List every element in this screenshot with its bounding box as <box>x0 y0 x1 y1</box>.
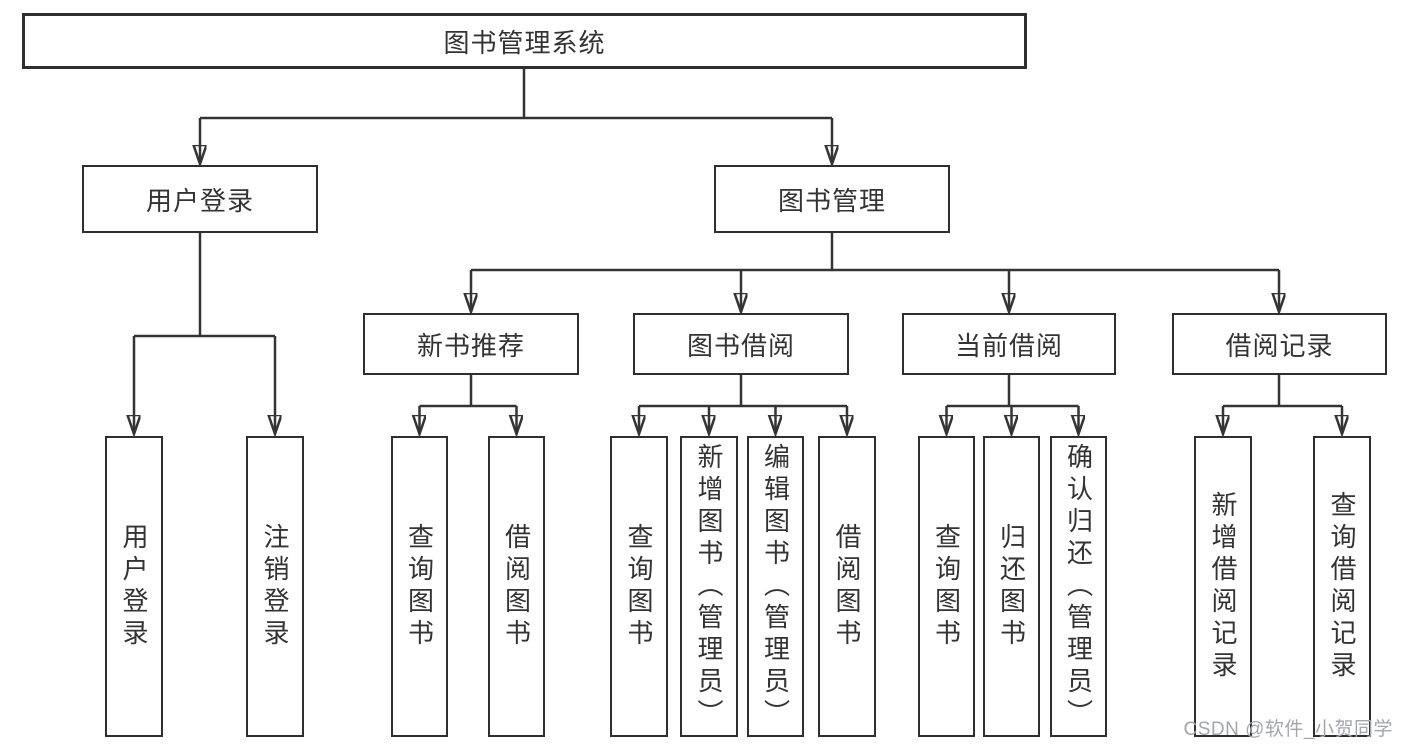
leaf-query-books-recommendation: 查询图书 <box>391 436 448 737</box>
leaf-query-books-borrowing: 查询图书 <box>610 436 668 737</box>
leaf-user-login: 用户登录 <box>105 436 163 737</box>
leaf-borrow-books-recommendation: 借阅图书 <box>488 436 545 737</box>
node-new-book-recommendation: 新书推荐 <box>363 313 579 375</box>
leaf-confirm-return-admin: 确认归还（管理员） <box>1050 436 1107 737</box>
leaf-query-books-current: 查询图书 <box>918 436 975 737</box>
leaf-query-borrowing-record: 查询借阅记录 <box>1313 436 1371 737</box>
leaf-edit-books-admin: 编辑图书（管理员） <box>747 436 804 737</box>
node-current-borrowing: 当前借阅 <box>902 313 1116 375</box>
node-borrowing-records: 借阅记录 <box>1172 313 1387 375</box>
node-user-login: 用户登录 <box>82 165 318 233</box>
watermark-text: CSDN @软件_小贺同学 <box>1183 719 1393 740</box>
leaf-logout-login: 注销登录 <box>246 436 304 737</box>
node-book-borrowing: 图书借阅 <box>633 313 849 375</box>
node-library-system: 图书管理系统 <box>22 13 1027 69</box>
leaf-add-books-admin: 新增图书（管理员） <box>680 436 738 737</box>
leaf-return-books: 归还图书 <box>983 436 1040 737</box>
leaf-add-borrowing-record: 新增借阅记录 <box>1194 436 1252 737</box>
leaf-borrow-books: 借阅图书 <box>818 436 876 737</box>
node-book-management: 图书管理 <box>714 165 950 233</box>
